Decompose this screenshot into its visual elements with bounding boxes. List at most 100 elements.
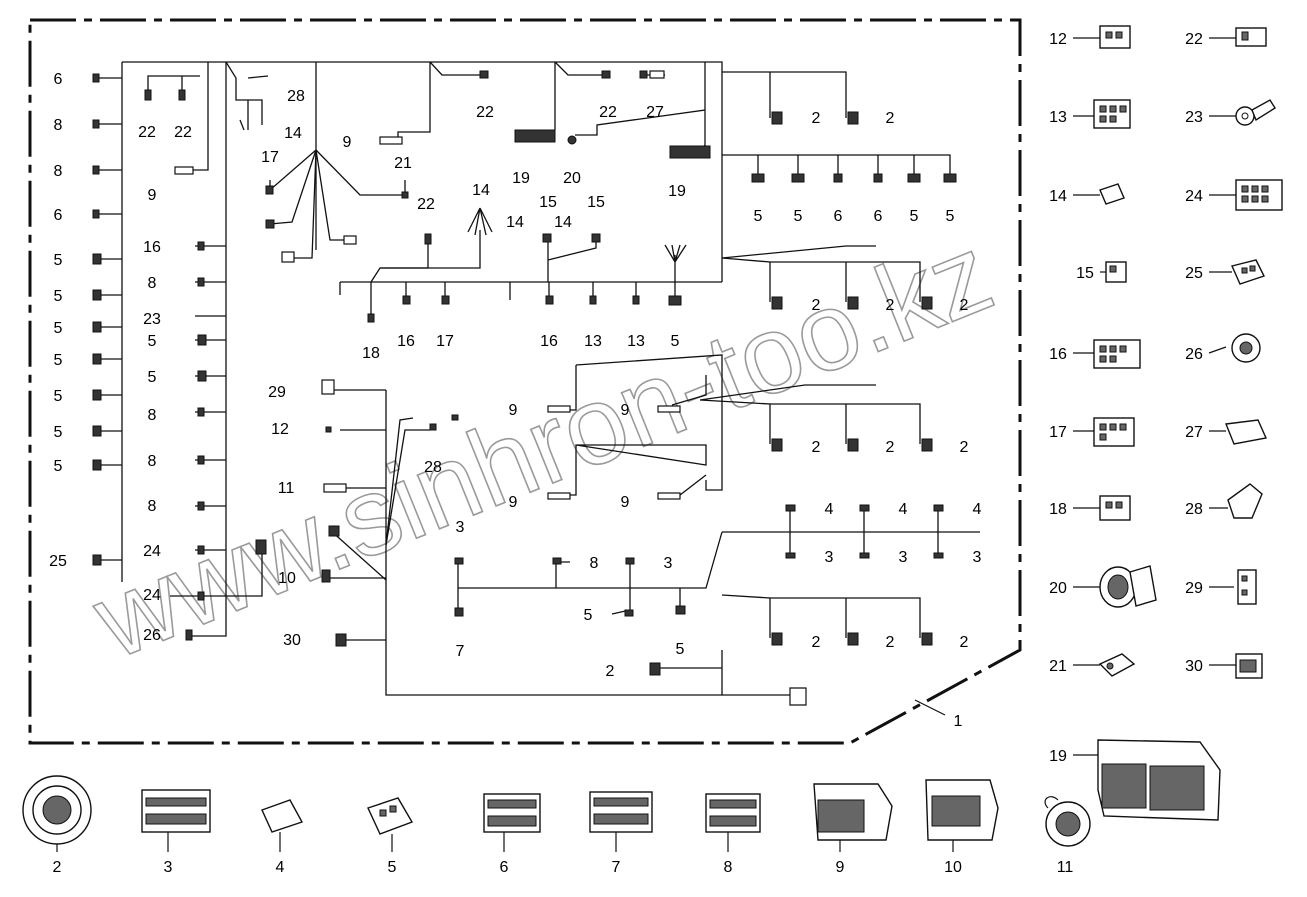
callout-number: 4	[899, 501, 908, 518]
part-17-icon	[1073, 417, 1135, 447]
callout-number: 5	[676, 641, 685, 658]
harness-connectors	[92, 70, 957, 706]
callout-number: 21	[394, 155, 412, 172]
callout-number: 17	[1049, 424, 1067, 441]
callout-number: 30	[283, 632, 301, 649]
callout-number: 2	[606, 663, 615, 680]
callout-number: 10	[944, 859, 962, 876]
callout-number: 24	[1185, 188, 1203, 205]
callout-number: 5	[584, 607, 593, 624]
callout-number: 14	[284, 125, 302, 142]
callout-number: 2	[886, 439, 895, 456]
callout-number: 28	[1185, 501, 1203, 518]
callout-number: 2	[812, 110, 821, 127]
callout-number: 16	[1049, 346, 1067, 363]
callout-number: 22	[417, 196, 435, 213]
callout-number: 28	[287, 88, 305, 105]
part-23-icon	[1209, 99, 1276, 126]
part-22-icon	[1209, 27, 1267, 47]
part-13-icon	[1073, 99, 1131, 129]
callout-number: 14	[506, 214, 524, 231]
callout-number: 23	[1185, 109, 1203, 126]
callout-number: 18	[362, 345, 380, 362]
callout-number: 28	[424, 459, 442, 476]
callout-number: 5	[54, 320, 63, 337]
callout-number: 6	[874, 208, 883, 225]
callout-number: 11	[278, 480, 295, 497]
callout-number: 16	[540, 333, 558, 350]
callout-number: 5	[910, 208, 919, 225]
part-6-icon	[483, 793, 541, 852]
callout-number: 2	[886, 110, 895, 127]
part-8-icon	[705, 793, 761, 852]
callout-number: 9	[509, 494, 518, 511]
callout-number: 13	[584, 333, 602, 350]
callout-number: 3	[456, 519, 465, 536]
part-15-icon	[1100, 261, 1127, 283]
callout-number: 13	[627, 333, 645, 350]
callout-number: 5	[148, 369, 157, 386]
part-16-icon	[1073, 339, 1141, 369]
callout-number: 11	[1057, 859, 1074, 876]
part-3-icon	[141, 789, 211, 852]
callout-number: 16	[143, 239, 161, 256]
callout-number: 6	[54, 71, 63, 88]
callout-number: 8	[148, 407, 157, 424]
callout-number: 3	[164, 859, 173, 876]
callout-number: 1	[954, 713, 963, 730]
callout-number: 22	[1185, 31, 1203, 48]
callout-number: 13	[1049, 109, 1067, 126]
callout-number: 29	[1185, 580, 1203, 597]
callout-number: 26	[143, 627, 161, 644]
callout-number: 5	[946, 208, 955, 225]
harness-leader	[914, 699, 946, 716]
callout-number: 9	[836, 859, 845, 876]
callout-number: 27	[1185, 424, 1203, 441]
callout-number: 22	[599, 104, 617, 121]
callout-number: 5	[54, 288, 63, 305]
callout-number: 5	[148, 333, 157, 350]
callout-number: 24	[143, 587, 161, 604]
callout-number: 9	[148, 187, 157, 204]
part-20-icon	[1073, 565, 1157, 608]
callout-number: 6	[54, 207, 63, 224]
part-7-icon	[589, 791, 653, 852]
callout-number: 8	[54, 117, 63, 134]
part-18-icon	[1073, 495, 1131, 521]
callout-number: 24	[143, 543, 161, 560]
part-27-icon	[1209, 419, 1267, 445]
callout-number: 8	[148, 498, 157, 515]
callout-number: 14	[1049, 188, 1067, 205]
part-28-icon	[1209, 483, 1263, 519]
callout-number: 3	[973, 549, 982, 566]
callout-number: 9	[621, 494, 630, 511]
callout-number: 9	[343, 134, 352, 151]
part-19-icon	[1073, 739, 1221, 821]
callout-number: 21	[1049, 658, 1067, 675]
part-2-icon	[22, 775, 92, 852]
callout-number: 8	[590, 555, 599, 572]
callout-number: 2	[886, 297, 895, 314]
callout-number: 4	[973, 501, 982, 518]
callout-number: 2	[886, 634, 895, 651]
callout-number: 4	[276, 859, 285, 876]
callout-number: 16	[397, 333, 415, 350]
callout-number: 15	[539, 194, 557, 211]
callout-number: 5	[54, 252, 63, 269]
callout-number: 17	[436, 333, 454, 350]
callout-number: 22	[138, 124, 156, 141]
harness-wires	[96, 61, 980, 696]
callout-number: 17	[261, 149, 279, 166]
part-11-icon	[1044, 796, 1091, 847]
callout-number: 30	[1185, 658, 1203, 675]
callout-number: 7	[456, 643, 465, 660]
callout-number: 20	[1049, 580, 1067, 597]
callout-number: 8	[148, 275, 157, 292]
part-25-icon	[1209, 259, 1265, 285]
callout-number: 18	[1049, 501, 1067, 518]
callout-number: 29	[268, 384, 286, 401]
part-24-icon	[1209, 179, 1283, 211]
callout-number: 5	[794, 208, 803, 225]
callout-number: 22	[476, 104, 494, 121]
